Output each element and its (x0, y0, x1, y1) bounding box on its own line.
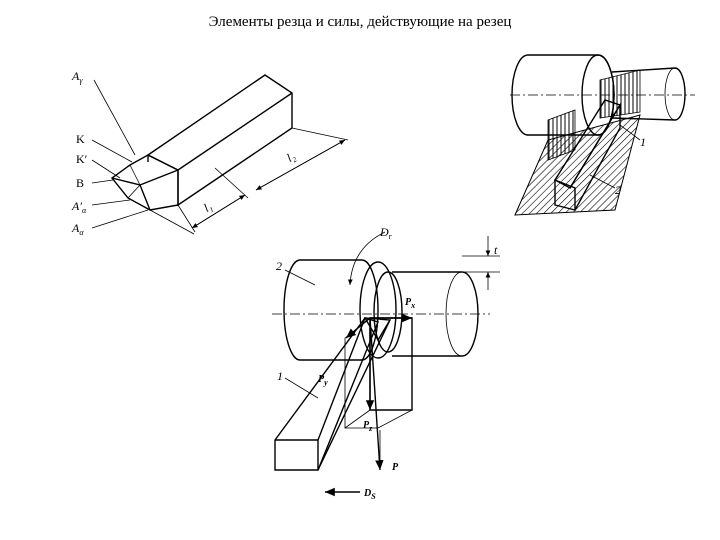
label-1-small: 1 (640, 135, 646, 149)
label-2-small: 2 (615, 183, 621, 197)
label-pz: Pz (363, 420, 373, 433)
forces-figure: Dr t 2 1 Px Py Pz P DS (272, 225, 500, 501)
turning-setup-figure: 1 2 (510, 54, 695, 216)
label-px: Px (405, 297, 415, 310)
force-py-arrow (345, 317, 371, 339)
label-1-large: 1 (277, 369, 283, 383)
page-title: Элементы резца и силы, действующие на ре… (208, 14, 512, 30)
label-k: K (76, 132, 85, 146)
label-ds: DS (363, 488, 376, 501)
label-t: t (494, 243, 498, 257)
force-p-arrow (369, 317, 384, 471)
large-cylinder (283, 259, 379, 361)
label-a-alpha: Aα (71, 221, 84, 237)
tool-body (274, 317, 379, 471)
tool-holder-base (514, 114, 641, 216)
tool-elements-figure: Aγ K K′ B A′α Aα l₂ l₁ (71, 69, 349, 237)
label-p: P (392, 462, 399, 473)
label-l1: l₁ (201, 199, 215, 215)
rotation-arrow (347, 231, 386, 286)
label-k-prime: K′ (76, 152, 88, 166)
label-a-alpha-prime: A′α (71, 199, 87, 215)
label-2-large: 2 (276, 259, 282, 273)
tool-shank-outline (146, 74, 293, 207)
label-a-gamma: Aγ (71, 69, 83, 85)
label-py: Py (318, 374, 328, 387)
tool-head-outline (110, 154, 179, 211)
label-l2: l₂ (284, 149, 298, 165)
label-b: B (76, 176, 84, 190)
label-dr: Dr (379, 225, 393, 241)
